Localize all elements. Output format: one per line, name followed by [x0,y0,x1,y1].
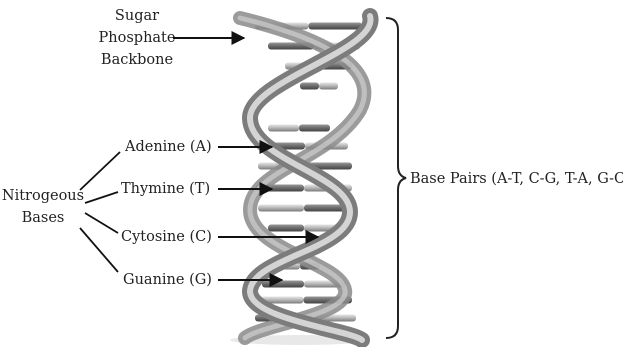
bases-group-label-line-1: Nitrogeous [2,188,84,204]
base-pair-rung-right [309,23,363,30]
base-pairs-brace [386,18,406,338]
base-pair-rung-right [299,125,330,132]
base-pair-rung-left [262,281,304,288]
base-label-adenine: Adenine (A) [124,139,212,155]
backbone-label-line-3: Backbone [101,52,173,68]
connector-guanine [80,228,118,272]
base-pair-rung-right [319,83,338,90]
base-label-thymine: Thymine (T) [121,181,210,197]
base-pairs-label: Base Pairs (A-T, C-G, T-A, G-C) [410,171,623,187]
base-label-guanine: Guanine (G) [123,272,212,288]
base-pair-rung-left [258,205,304,212]
base-pair-rung-left [268,125,299,132]
connector-adenine [80,152,120,190]
connector-thymine [85,192,118,203]
base-pair-rung-left [268,225,304,232]
connector-cytosine [85,213,118,233]
base-label-cytosine: Cytosine (C) [121,229,212,245]
backbone-label: Sugar Phosphate Backbone [99,8,176,68]
backbone-label-line-1: Sugar [115,8,159,24]
bases-group-label-line-2: Bases [22,210,65,226]
backbone-label-line-2: Phosphate [99,30,176,46]
base-pair-rung-left [300,83,319,90]
